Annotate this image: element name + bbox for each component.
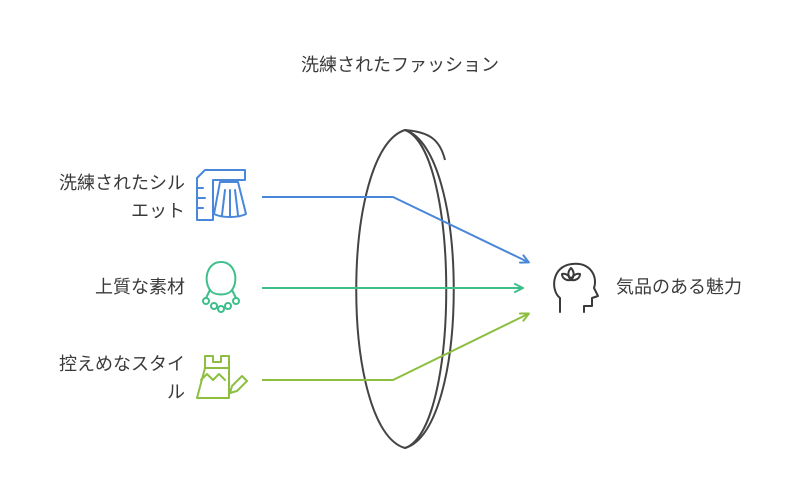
input-label-material: 上質な素材 [10,276,185,300]
lens-back [404,129,455,449]
input-label-silhouette-line2: エット [131,201,185,222]
head-lotus-icon [553,262,599,313]
skirt-ruler-icon [196,169,247,221]
input-label-style-line2: ル [167,382,185,403]
input-label-style: 控えめなスタイ ル [10,351,185,407]
necklace-icon [202,261,240,313]
output-label: 気品のある魅力 [616,277,742,298]
input-label-silhouette-line1: 洗練されたシル [59,173,185,194]
diagram-title: 洗練されたファッション [301,55,499,76]
connector-style [262,312,530,381]
input-label-material-line1: 上質な素材 [95,277,185,298]
dress-pencil-icon [196,355,248,399]
input-label-silhouette: 洗練されたシル エット [10,170,185,226]
input-label-style-line1: 控えめなスタイ [59,354,185,375]
lens-edge [404,129,446,161]
connector-silhouette [262,196,530,264]
